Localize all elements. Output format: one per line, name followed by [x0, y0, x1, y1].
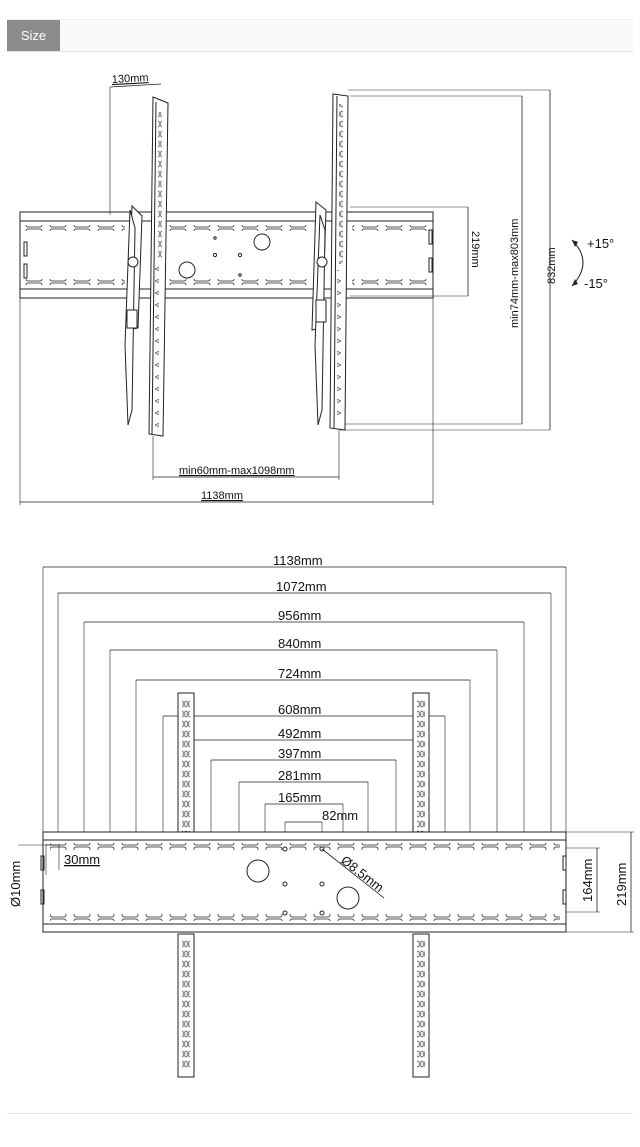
side-rail — [19, 211, 434, 299]
outer-height-label: 219mm — [614, 863, 629, 906]
slot-width-label: Ø10mm — [8, 861, 23, 907]
side-total-width-label: 1138mm — [201, 490, 243, 502]
width-label-6: 608mm — [278, 702, 321, 717]
width-label-11: 82mm — [322, 808, 358, 823]
width-label-7: 492mm — [278, 726, 321, 741]
arm-spacing-label: min60mm-max1098mm — [179, 465, 295, 477]
width-label-9: 281mm — [278, 768, 321, 783]
size-tab[interactable]: Size — [7, 20, 60, 51]
width-label-5: 724mm — [278, 666, 321, 681]
rail-height-label: 219mm — [469, 231, 481, 268]
section-header: Size — [7, 19, 633, 52]
width-label-4: 840mm — [278, 636, 321, 651]
width-label-8: 397mm — [278, 746, 321, 761]
total-height-label: 832mm — [546, 247, 558, 284]
vertical-adjust-label: min74mm-max803mm — [509, 219, 521, 328]
edge-offset-label: 30mm — [64, 852, 100, 867]
width-label-10: 165mm — [278, 790, 321, 805]
width-label-2: 1072mm — [276, 579, 327, 594]
tilt-up-label: +15° — [587, 236, 614, 251]
front-view — [18, 566, 634, 1078]
width-label-3: 956mm — [278, 608, 321, 623]
width-label-1: 1138mm — [273, 553, 323, 568]
tilt-down-label: -15° — [584, 276, 608, 291]
depth-label: 130mm — [112, 72, 149, 86]
side-view — [19, 83, 584, 505]
footer-divider — [7, 1113, 633, 1114]
inner-height-label: 164mm — [580, 859, 595, 902]
